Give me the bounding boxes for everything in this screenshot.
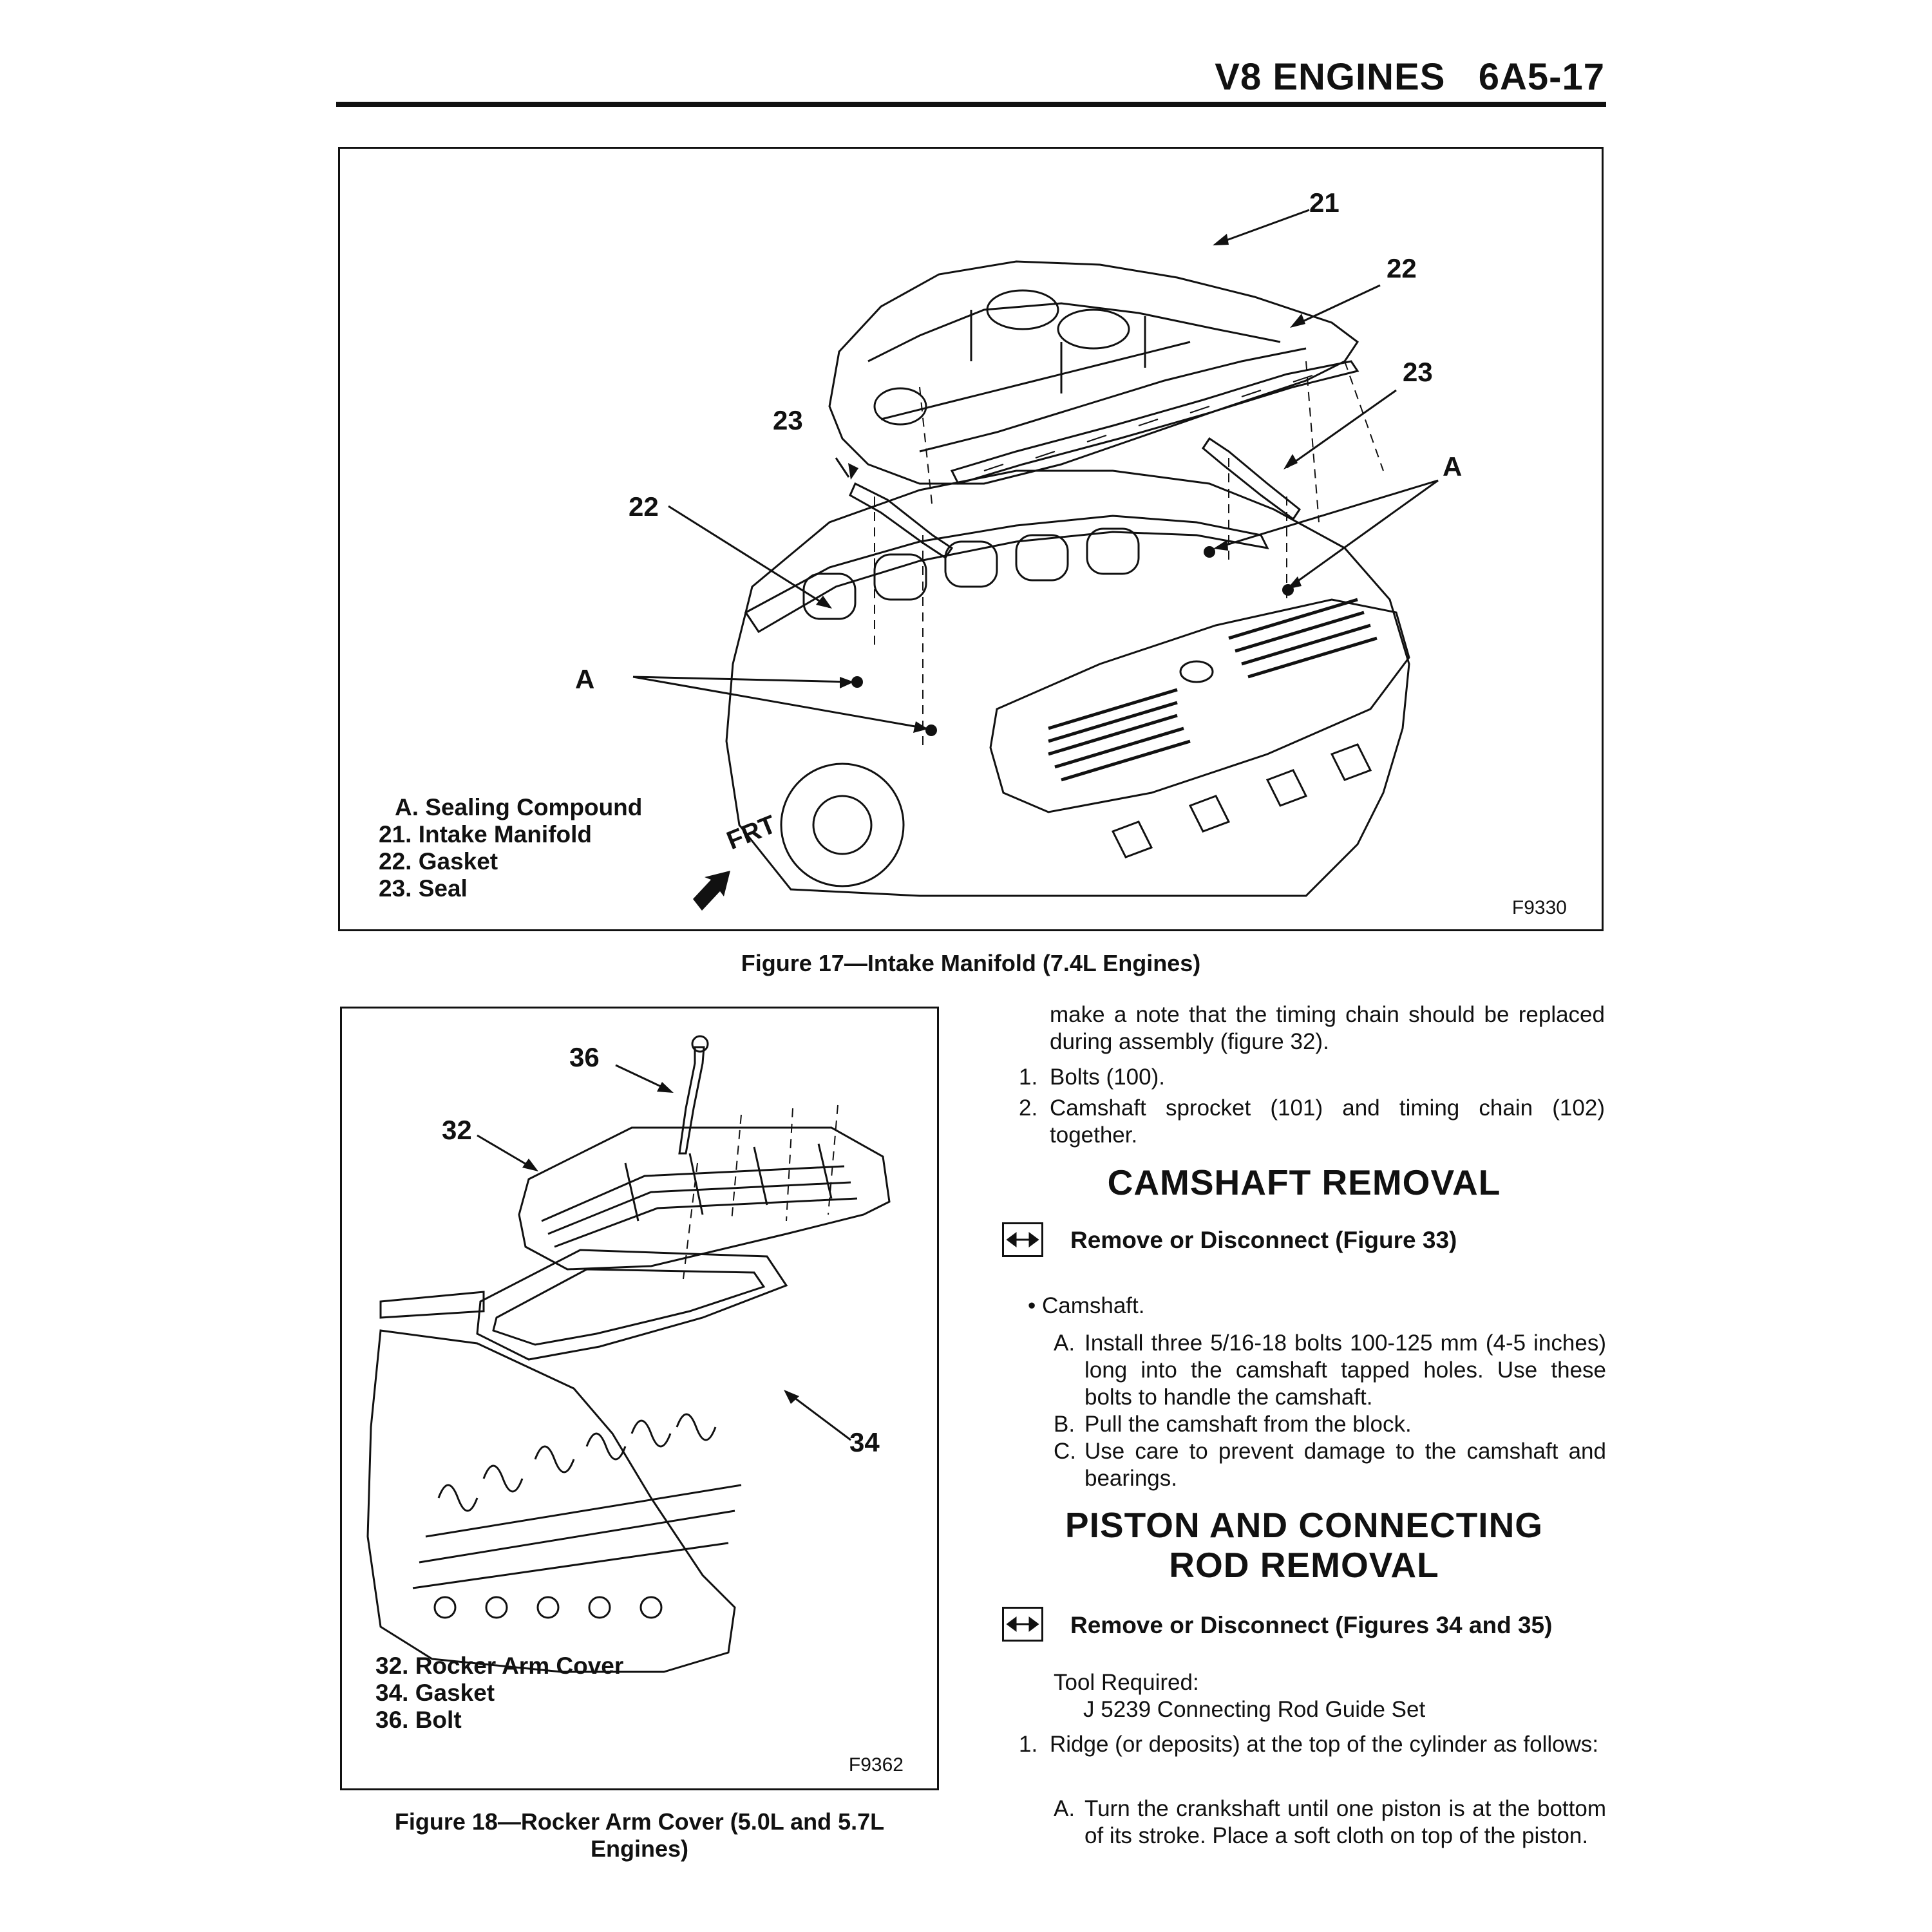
callout-22-left: 22 xyxy=(629,491,659,522)
list-number: 1. xyxy=(1019,1065,1038,1090)
seal-right xyxy=(1202,437,1302,521)
callout-22-right: 22 xyxy=(1387,253,1417,283)
legend-item: 21. Intake Manifold xyxy=(379,821,592,848)
figure-17-frame: 21 22 23 A 23 22 A FRT A. Sealing Compou… xyxy=(338,147,1604,931)
bolt-outline xyxy=(678,1046,705,1155)
caption-line: Figure 18—Rocker Arm Cover (5.0L and 5.7… xyxy=(394,1808,885,1835)
heading-line: PISTON AND CONNECTING xyxy=(1065,1505,1544,1545)
legend-item: 34. Gasket xyxy=(375,1680,495,1706)
list-text: Bolts (100). xyxy=(1050,1065,1165,1090)
legend-item: A. Sealing Compound xyxy=(395,794,643,820)
cylinder-head-outline xyxy=(366,1291,736,1673)
legend-item: 32. Rocker Arm Cover xyxy=(375,1653,624,1679)
bullet-camshaft: • Camshaft. xyxy=(1028,1293,1145,1318)
remove-disconnect-icon xyxy=(1002,1607,1043,1642)
remove-disconnect-icon xyxy=(1002,1222,1043,1257)
steps-list: 1. Bolts (100). 2. Camshaft sprocket (10… xyxy=(1019,1064,1605,1149)
callout-36: 36 xyxy=(569,1042,600,1072)
figure-17-caption: Figure 17—Intake Manifold (7.4L Engines) xyxy=(741,950,1201,976)
rocker-cover-outline xyxy=(518,1126,891,1271)
callout-32: 32 xyxy=(442,1115,472,1145)
intake-manifold-outline xyxy=(828,260,1359,485)
callout-21: 21 xyxy=(1309,187,1340,218)
rocker-gasket-outline xyxy=(476,1249,788,1361)
rocker-arm-cover-illustration xyxy=(366,1035,891,1673)
list-number: 1. xyxy=(1019,1732,1038,1757)
list-text: Use care to prevent damage to the camsha… xyxy=(1084,1439,1606,1491)
callout-a-right: A xyxy=(1443,451,1463,482)
legend-item: 22. Gasket xyxy=(379,848,498,875)
intake-manifold-illustration xyxy=(632,209,1439,911)
list-item: 1. Bolts (100). xyxy=(1019,1064,1605,1091)
list-text: Ridge (or deposits) at the top of the cy… xyxy=(1050,1732,1599,1757)
callout-23-left: 23 xyxy=(773,405,803,435)
figure-18-legend: 32. Rocker Arm Cover 34. Gasket 36. Bolt xyxy=(375,1653,623,1734)
callout-a-left: A xyxy=(575,664,595,694)
figure-code: F9330 xyxy=(1511,897,1567,918)
list-text: Camshaft sprocket (101) and timing chain… xyxy=(1050,1095,1605,1148)
list-item: A. Turn the crankshaft until one piston … xyxy=(1054,1795,1606,1850)
front-arrow-icon xyxy=(693,871,730,911)
figure-17-legend: A. Sealing Compound 21. Intake Manifold … xyxy=(379,794,642,902)
intake-gasket-upper xyxy=(950,360,1359,485)
list-letter: C. xyxy=(1054,1439,1076,1464)
tool-name: J 5239 Connecting Rod Guide Set xyxy=(1083,1697,1426,1722)
list-text: Turn the crankshaft until one piston is … xyxy=(1084,1796,1606,1848)
intro-paragraph: make a note that the timing chain should… xyxy=(1050,1002,1605,1054)
valve-cover xyxy=(989,598,1410,813)
engine-block-outline xyxy=(725,469,1410,897)
list-letter: B. xyxy=(1054,1412,1075,1437)
heading-line: ROD REMOVAL xyxy=(1169,1545,1439,1585)
tool-required-label: Tool Required: xyxy=(1054,1670,1199,1695)
list-item: B. Pull the camshaft from the block. xyxy=(1054,1411,1606,1438)
list-item: 2. Camshaft sprocket (101) and timing ch… xyxy=(1019,1095,1605,1149)
section-title: V8 ENGINES xyxy=(1215,56,1446,98)
figure-code: F9362 xyxy=(848,1754,904,1776)
callout-34: 34 xyxy=(849,1427,880,1457)
header-rule xyxy=(336,102,1606,107)
list-item: C. Use care to prevent damage to the cam… xyxy=(1054,1438,1606,1492)
legend-item: 36. Bolt xyxy=(375,1707,462,1733)
page-number: 6A5-17 xyxy=(1478,56,1605,98)
gasket-lower xyxy=(744,515,1269,634)
page-header: V8 ENGINES 6A5-17 xyxy=(1215,55,1605,99)
camshaft-subheading: Remove or Disconnect (Figure 33) xyxy=(1070,1227,1457,1253)
figure-18-caption: Figure 18—Rocker Arm Cover (5.0L and 5.7… xyxy=(340,1808,939,1862)
camshaft-steps-list: A. Install three 5/16-18 bolts 100-125 m… xyxy=(1054,1330,1606,1492)
list-letter: A. xyxy=(1054,1331,1075,1356)
camshaft-removal-heading: CAMSHAFT REMOVAL xyxy=(1107,1162,1501,1202)
list-text: Install three 5/16-18 bolts 100-125 mm (… xyxy=(1084,1331,1606,1410)
list-letter: A. xyxy=(1054,1796,1075,1821)
piston-subheading: Remove or Disconnect (Figures 34 and 35) xyxy=(1070,1612,1553,1638)
list-item: 1. Ridge (or deposits) at the top of the… xyxy=(1019,1731,1606,1758)
legend-item: 23. Seal xyxy=(379,875,468,902)
list-number: 2. xyxy=(1019,1095,1038,1121)
list-item: A. Install three 5/16-18 bolts 100-125 m… xyxy=(1054,1330,1606,1411)
piston-rod-removal-heading: PISTON AND CONNECTING ROD REMOVAL xyxy=(1001,1505,1607,1585)
callout-23-right: 23 xyxy=(1403,357,1433,387)
list-text: Pull the camshaft from the block. xyxy=(1084,1412,1412,1437)
caption-line: Engines) xyxy=(590,1835,688,1862)
figure-18-frame: 36 32 34 32. Rocker Arm Cover 34. Gasket… xyxy=(340,1007,939,1790)
